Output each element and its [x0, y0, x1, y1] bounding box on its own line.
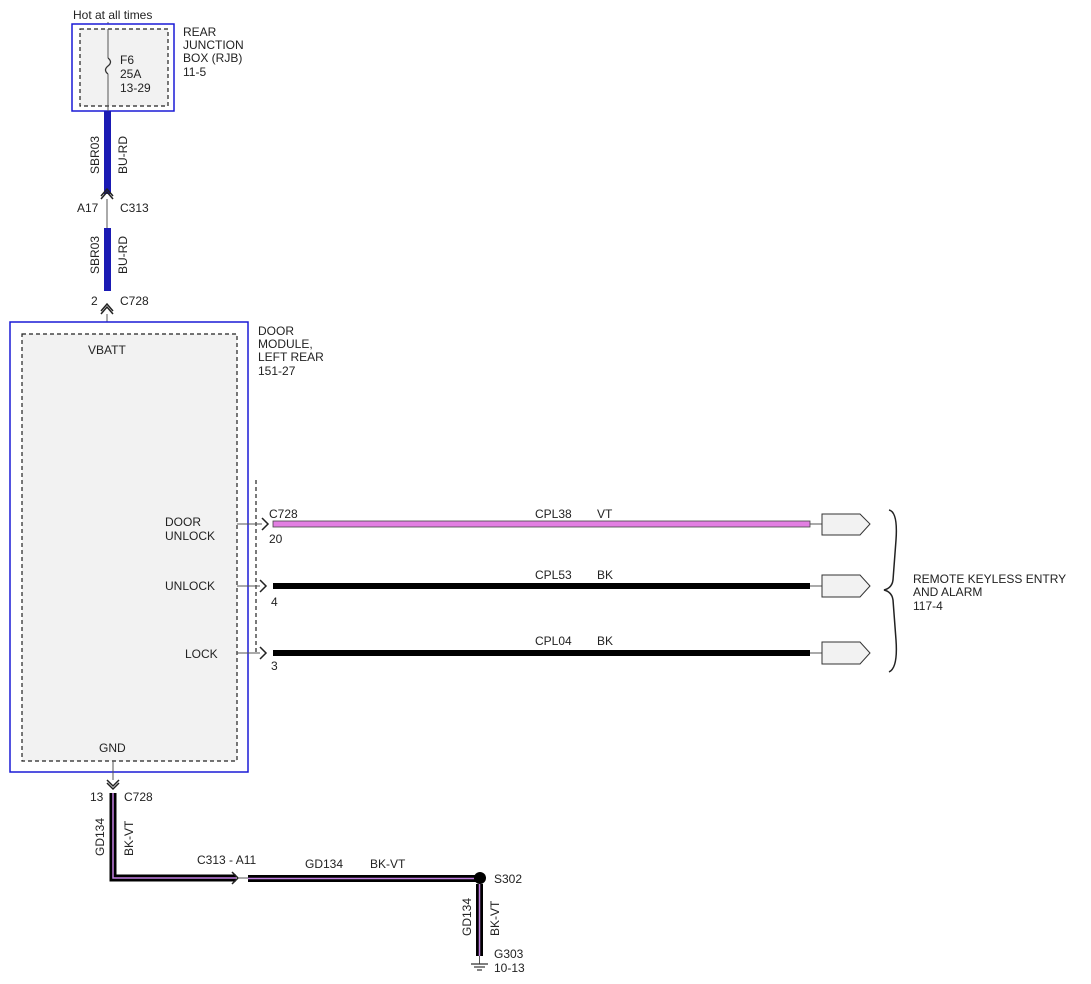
- pin-unlock: UNLOCK: [165, 579, 215, 593]
- pin-door-unlock-line2: UNLOCK: [165, 529, 215, 543]
- pin-vbatt: VBATT: [88, 343, 126, 357]
- wire-gd134-ground-color: BK-VT: [488, 900, 502, 936]
- splice-name: S302: [494, 872, 522, 886]
- connector-c313-pin: A17: [77, 201, 99, 215]
- fuse-icon: [104, 57, 112, 75]
- connector-c728-top-pin: 2: [91, 294, 98, 308]
- connector-lock-pin: 3: [271, 659, 278, 673]
- wire-sbr03-upper-color: BU-RD: [116, 136, 130, 174]
- wire-cpl04-color: BK: [597, 634, 613, 648]
- output-arrow-cpl04: [821, 641, 871, 665]
- door-module-title-line2: MODULE,: [258, 337, 313, 351]
- fuse-rating: 25A: [120, 67, 141, 81]
- wire-cpl38-color: VT: [597, 507, 613, 521]
- power-note: Hot at all times: [73, 8, 152, 22]
- connector-door-unlock-name: C728: [269, 507, 298, 521]
- connector-c313-symbol-b: [100, 187, 114, 197]
- rjb-title-ref: 11-5: [183, 65, 206, 79]
- connector-c728-top-symbol: [100, 305, 114, 315]
- wire-cpl38: [272, 520, 811, 528]
- wire-gd134-vertical-stripe: [112, 793, 236, 879]
- connector-unlock-pin: 4: [271, 595, 278, 609]
- wire-cpl53-color: BK: [597, 568, 613, 582]
- door-module-title-line1: DOOR: [258, 324, 294, 338]
- rjb-title-line2: JUNCTION: [183, 38, 244, 52]
- output-arrow-cpl53: [821, 574, 871, 598]
- connector-c313-name: C313: [120, 201, 149, 215]
- connector-c313-inline-label: C313 - A11: [197, 853, 256, 867]
- wire-cpl38-circuit: CPL38: [535, 507, 572, 521]
- wire-cpl53: [273, 583, 810, 589]
- connector-c313-symbol: [100, 190, 114, 200]
- remote-keyless-title-line2: AND ALARM: [913, 585, 982, 599]
- wire-sbr03-lower-color: BU-RD: [116, 236, 130, 274]
- door-module-inner-dashed: [21, 333, 238, 762]
- rjb-title-line1: REAR: [183, 25, 217, 39]
- rjb-title-line3: BOX (RJB): [183, 51, 242, 65]
- pin-lock: LOCK: [185, 647, 218, 661]
- ground-icon: [471, 956, 488, 971]
- wire-cpl04-circuit: CPL04: [535, 634, 572, 648]
- fuse-id: F6: [120, 53, 134, 67]
- wire-sbr03-lower-circuit: SBR03: [88, 236, 102, 274]
- connector-c728-top-name: C728: [120, 294, 149, 308]
- pin-gnd: GND: [99, 741, 126, 755]
- ground-name: G303: [494, 947, 524, 961]
- connector-c728-top-symbol-b: [100, 302, 114, 312]
- wire-gd134-horizontal-circuit: GD134: [305, 857, 343, 871]
- connector-gnd-name: C728: [124, 790, 153, 804]
- connector-unlock-symbol: [259, 579, 268, 593]
- wire-sbr03-upper-circuit: SBR03: [88, 136, 102, 174]
- connector-gnd-symbol: [106, 779, 120, 788]
- connector-gnd-symbol-b: [106, 782, 120, 791]
- wire-cpl04: [273, 650, 810, 656]
- wire-gd134-horizontal-color: BK-VT: [370, 857, 406, 871]
- wire-sbr03-lower: [104, 228, 111, 291]
- pin-door-unlock-line1: DOOR: [165, 515, 201, 529]
- connector-gnd-pin: 13: [90, 790, 104, 804]
- wire-gd134-ground-circuit: GD134: [460, 898, 474, 936]
- remote-keyless-brace-icon: [883, 509, 898, 673]
- wire-gd134-vertical-circuit: GD134: [93, 818, 107, 856]
- door-module: VBATT DOOR UNLOCK UNLOCK LOCK GND: [9, 321, 249, 773]
- splice-dot-icon: [474, 872, 486, 884]
- connector-door-unlock-pin: 20: [269, 532, 283, 546]
- connector-lock-symbol: [259, 646, 268, 660]
- door-module-title-ref: 151-27: [258, 364, 296, 378]
- wire-cpl53-circuit: CPL53: [535, 568, 572, 582]
- door-module-title-line3: LEFT REAR: [258, 350, 324, 364]
- connector-door-unlock-symbol: [261, 517, 270, 531]
- rear-junction-box: F6 25A 13-29: [71, 23, 175, 112]
- output-arrow-cpl38: [821, 513, 871, 536]
- remote-keyless-title-line1: REMOTE KEYLESS ENTRY: [913, 572, 1066, 586]
- remote-keyless-title-ref: 117-4: [913, 599, 943, 613]
- wire-gd134-vertical-color: BK-VT: [122, 820, 136, 856]
- wire-sbr03-upper: [104, 111, 111, 194]
- rjb-inner-dashed: [79, 28, 169, 107]
- ground-ref: 10-13: [494, 961, 525, 975]
- fuse-ref: 13-29: [120, 81, 151, 95]
